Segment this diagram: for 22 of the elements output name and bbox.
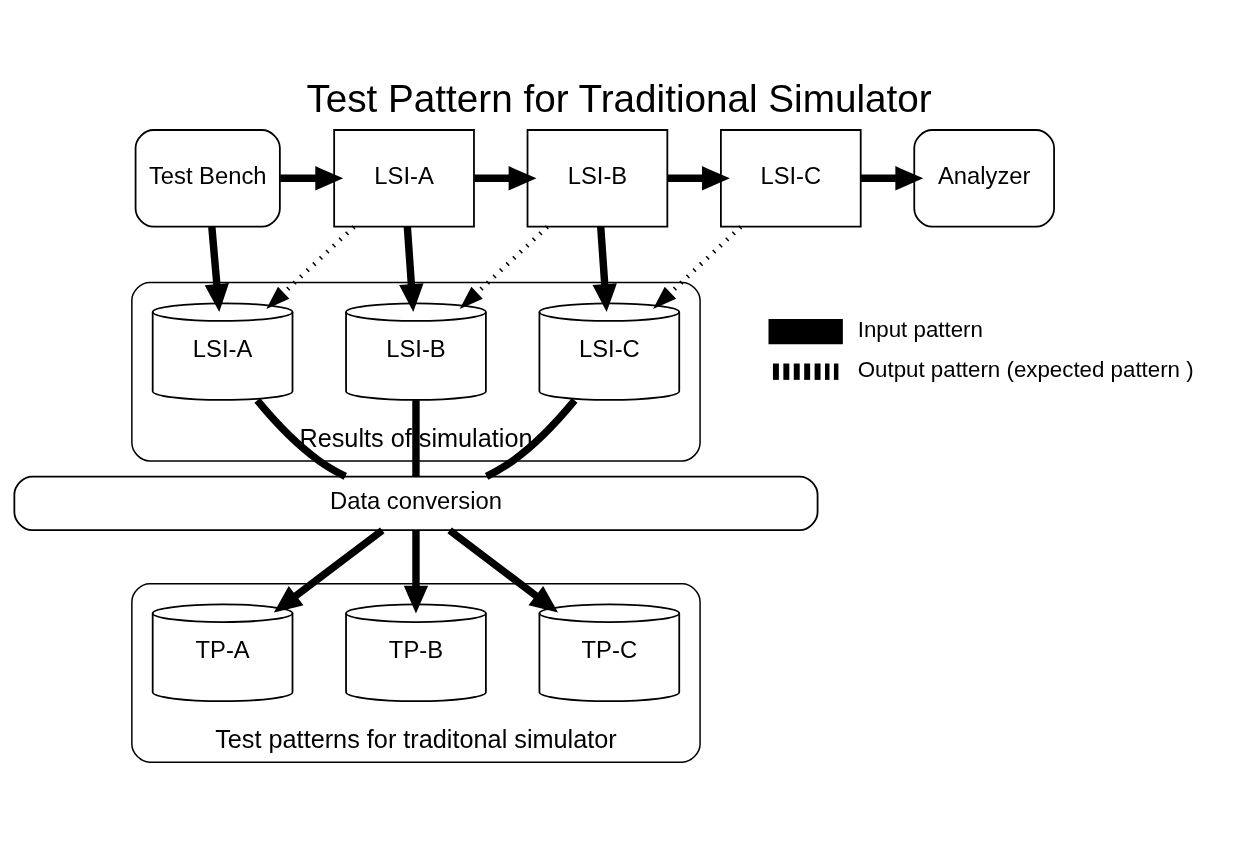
arrow [474,166,537,191]
arrow [447,527,559,613]
node-box: LSI-C [720,129,862,228]
arrow [653,225,743,310]
legend-label: Input pattern [857,316,983,342]
arrow [592,226,617,312]
node-box: LSI-B [526,129,669,228]
arrow [667,166,730,191]
arrow [266,225,356,310]
arrow [459,225,549,310]
node-box: Analyzer [913,129,1055,228]
arrow [273,527,385,613]
node-box: LSI-A [333,129,475,228]
diagram-title: Test Pattern for Traditional Simulator [306,76,932,120]
arrow [399,226,424,312]
legend-label: Output pattern (expected pattern ) [857,356,1194,382]
connector [254,398,347,480]
node-box: Data conversion [13,475,819,531]
arrow [204,226,229,312]
connector [484,398,578,480]
node-box: Test Bench [134,129,281,228]
arrow [403,530,429,614]
